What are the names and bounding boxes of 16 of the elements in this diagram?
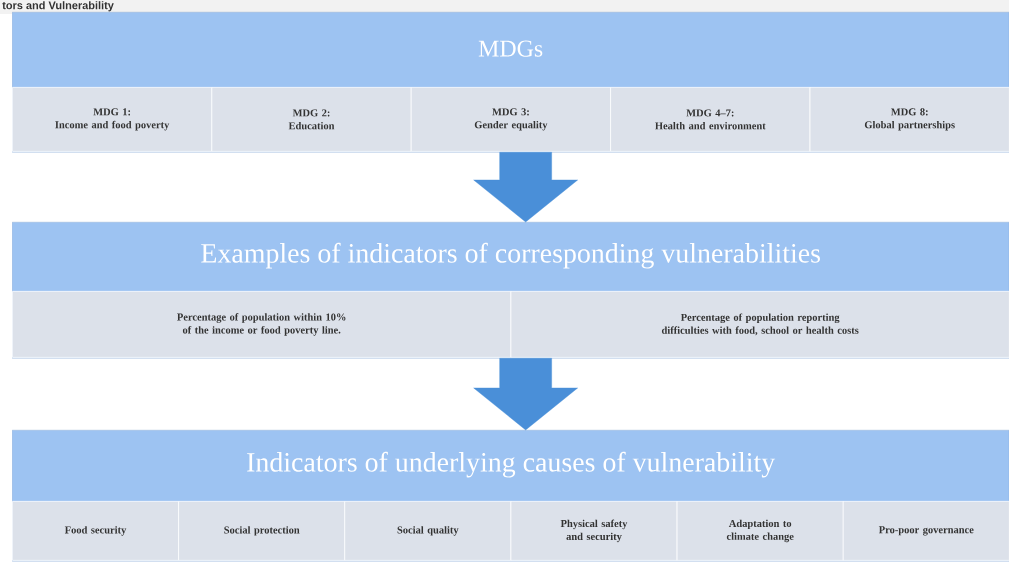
heading: tors and Vulnerability — [2, 1, 114, 12]
cell: Adaptation to climate change — [676, 501, 844, 561]
arrow — [473, 358, 578, 431]
cell: Food security — [12, 501, 179, 561]
cell: Percentage of population reporting difficulties with food, school or health costs — [510, 291, 1009, 358]
cell: Social quality — [344, 501, 512, 561]
cell: Physical safety and security — [510, 501, 678, 561]
cell: MDG 1: Income and food poverty — [12, 87, 213, 152]
cell: Percentage of population within 10% of the income or food poverty line. — [12, 291, 512, 358]
cell: Pro-poor governance — [842, 501, 1009, 561]
cell: MDG 4–7: Health and environment — [610, 87, 811, 152]
cell: MDG 2: Education — [211, 87, 412, 152]
arrow — [473, 152, 578, 223]
cell: MDG 8: Global partnerships — [809, 87, 1009, 152]
cell: Social protection — [178, 501, 346, 561]
cell: MDG 3: Gender equality — [410, 87, 611, 152]
